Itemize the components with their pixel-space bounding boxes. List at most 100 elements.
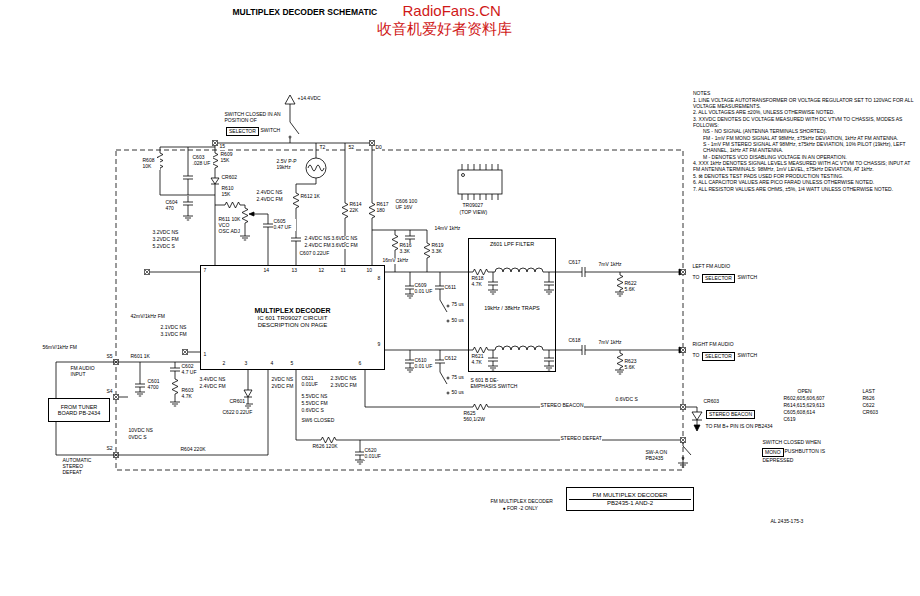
voltage-reading: 5.5VDC NS [301, 394, 328, 400]
watermark: 收音机爱好者资料库 [376, 20, 512, 37]
wire [338, 440, 683, 441]
pin-number: D0 [375, 145, 382, 151]
resistor-symbol [424, 240, 430, 260]
note-text: 1. LINE VOLTAGE AUTOTRANSFORMER OR VOLTA… [693, 97, 915, 109]
pin-number: S2 [106, 446, 113, 452]
signal-label: SWITCH [737, 353, 758, 359]
wiper-arrow [249, 212, 254, 216]
pin-number: S4 [106, 389, 113, 395]
resistor-symbol [318, 437, 338, 443]
component-label: 75 us [451, 302, 464, 308]
component-label: R618 4.7K [471, 276, 487, 288]
pin-number: 8 [377, 276, 381, 282]
signal-label: DEPRESSED [762, 458, 794, 464]
component-label: R617 180 [376, 202, 391, 214]
wire [427, 260, 428, 272]
pin-number: 4 [270, 361, 274, 367]
test-pad [681, 405, 686, 410]
note-text: 4. XXX 1kHz DENOTES SIGNAL LEVELS MEASUR… [693, 160, 915, 172]
capacitor-symbol [576, 267, 590, 277]
voltage-reading: 2.4VDC NS [304, 236, 331, 242]
wire [360, 440, 361, 446]
ground-symbol [183, 216, 193, 220]
box-heading: Z601 LPF FILTER [490, 241, 534, 247]
pin-number: 13 [291, 268, 298, 274]
wire [245, 225, 246, 236]
wire [682, 457, 684, 459]
table-cell: C622 [862, 403, 875, 409]
wire [296, 246, 297, 265]
wire [440, 294, 441, 300]
wire [556, 272, 576, 273]
wire [427, 230, 428, 240]
voltage-reading: 10VDC NS [128, 428, 153, 434]
wire [365, 370, 366, 407]
component-label: TR09027 [462, 203, 484, 209]
note-text: M - DENOTES VCO DISABLING VOLTAGE IN AN … [693, 154, 915, 160]
selector-box: SELECTOR [702, 352, 735, 361]
pin-number: 5 [290, 361, 294, 367]
waveform-symbol [308, 165, 324, 171]
component-label: S 601 B DE-EMPHASIS SWITCH [470, 378, 519, 390]
component-label: C610 0.01 UF [414, 358, 435, 370]
voltage-reading: 3.2VDC FM [152, 237, 179, 243]
wire [447, 320, 449, 322]
wire [365, 407, 470, 408]
box-heading: SELECTOR [705, 354, 732, 360]
component-label: 75 us [451, 375, 464, 381]
indicator-box: STEREO BEACON [706, 410, 755, 419]
component-label: FM MULTIPLEX DECODER [490, 499, 553, 505]
capacitor-symbol [183, 196, 193, 210]
wire [556, 350, 576, 351]
wire [395, 230, 396, 232]
test-pad [681, 438, 686, 443]
wire [440, 272, 441, 280]
component-label: R610 15K [221, 186, 239, 198]
table-cell: R602,605,606,607 [783, 396, 825, 402]
capacitor-symbol [544, 276, 554, 290]
component-label: C620 0.01UF [364, 448, 385, 460]
wire [188, 147, 189, 170]
pin-number: 6 [358, 361, 362, 367]
box-heading: MULTIPLEX DECODER [254, 307, 330, 315]
component-label: R623 5.6K [624, 359, 641, 371]
component-label: R609 15K [220, 152, 239, 164]
wire [215, 205, 222, 206]
signal-label: RIGHT FM AUDIO [692, 342, 734, 348]
box-heading: SELECTOR [705, 276, 732, 282]
wire [683, 459, 684, 463]
wire [590, 272, 680, 273]
resistor-symbol [369, 200, 375, 220]
voltage-reading: 2.3VDC NS [330, 376, 357, 382]
component-label: R614 22K [349, 202, 364, 214]
signal-label: STEREO DEFEAT [560, 436, 602, 442]
wire [248, 370, 249, 390]
led-symbol [692, 412, 702, 420]
wire [490, 350, 495, 351]
wire [372, 230, 427, 231]
box-text: IC 601 TR09027 CIRCUIT DESCRIPTION ON PA… [238, 315, 348, 329]
component-label: C605 0.47 UF [273, 219, 296, 231]
ground-symbol [355, 460, 365, 464]
switch-symbol [290, 122, 299, 134]
watermark: RadioFans.CN [402, 2, 501, 19]
voltage-reading: 0.6VDC S [615, 397, 638, 403]
component-label: R601 1K [130, 354, 150, 360]
voltage-reading: 5.5VDC FM [301, 401, 328, 407]
component-label: (TOP VIEW) [459, 210, 488, 216]
wire [493, 272, 494, 276]
signal-label: TO [692, 353, 700, 359]
table-cell: R626 [862, 396, 875, 402]
wire [440, 368, 441, 372]
signal-label: 7mV 1kHz [598, 340, 622, 346]
voltage-reading: 2.1VDC NS [160, 325, 187, 331]
capacitor-symbol [544, 352, 554, 366]
wire [268, 214, 269, 218]
component-label: C609 0.01 UF [414, 283, 435, 295]
voltage-reading: 3.2VDC NS [152, 230, 179, 236]
wire [490, 407, 697, 408]
wire [549, 272, 550, 276]
wire [410, 350, 411, 354]
supply-symbol [285, 95, 295, 104]
